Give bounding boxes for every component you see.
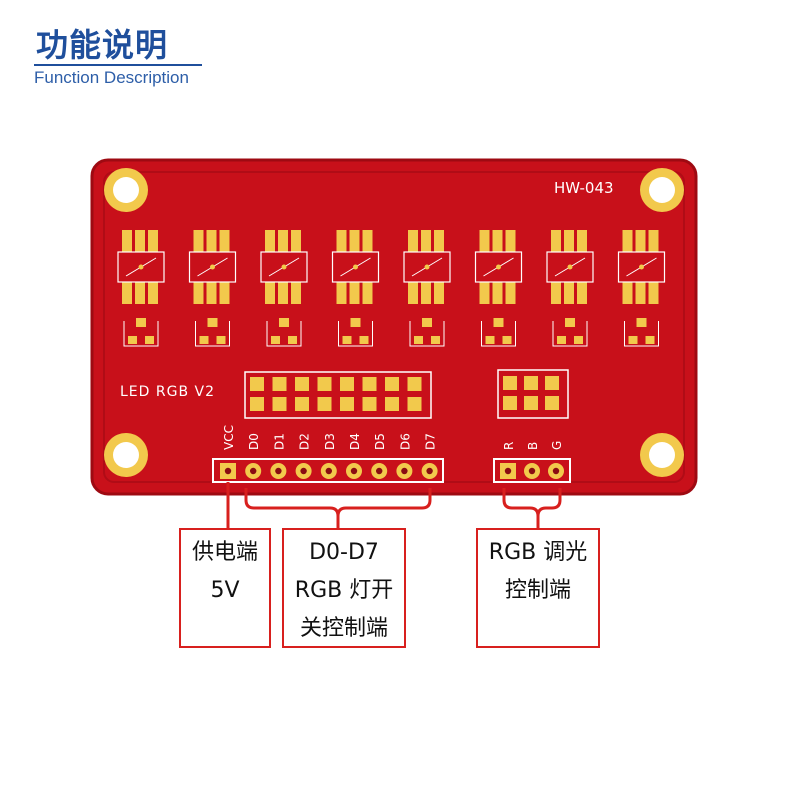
pin-header-right: [493, 458, 571, 483]
callout-rgb-line-2: 控制端: [504, 578, 571, 603]
callout-rgb-line-1: RGB 调光: [488, 540, 588, 565]
page-title: 功能说明: [36, 26, 169, 64]
resistor-pad-array-left: [244, 371, 432, 419]
mounting-hole-top-right: [640, 168, 684, 212]
pin-label: D6: [398, 433, 412, 450]
led-footprint: [546, 230, 594, 347]
resistor-pad-array-right: [497, 369, 569, 419]
callout-power-line-1: 供电端: [191, 540, 258, 565]
pin-label: G: [550, 441, 564, 450]
callout-data-line-2: RGB 灯开: [294, 578, 394, 603]
led-footprint: [474, 230, 523, 347]
callout-connectors: [226, 482, 562, 528]
pin-label: D3: [323, 433, 337, 450]
callout-rgb: RGB 调光 控制端: [476, 528, 600, 648]
callout-power-line-2: 5V: [210, 578, 240, 603]
mounting-hole-top-left: [104, 168, 148, 212]
pcb-board: [90, 158, 698, 496]
led-footprint: [331, 230, 380, 347]
pin-label: R: [502, 442, 516, 450]
led-footprint: [117, 230, 165, 347]
pin-label: D7: [424, 433, 438, 450]
callout-power: 供电端 5V: [179, 528, 271, 648]
pin-labels-left: VCC D0 D1 D2 D3 D4 D5 D6 D7: [222, 425, 438, 450]
title-underline: [34, 64, 202, 66]
page-subtitle: Function Description: [34, 68, 189, 87]
led-footprint: [188, 230, 237, 347]
pin-label: VCC: [222, 425, 236, 450]
board-name-label: LED RGB V2: [120, 384, 215, 400]
pin-label: D0: [247, 433, 261, 450]
pin-header-left-pins: [220, 463, 438, 479]
led-footprint: [403, 230, 451, 347]
pin-label: D4: [348, 433, 362, 450]
led-footprint: [260, 230, 308, 347]
pin-label: D2: [298, 433, 312, 450]
pin-label: D1: [272, 433, 286, 450]
led-footprint-row: [117, 230, 666, 347]
callout-data-line-3: 关控制端: [299, 616, 388, 641]
callout-data-pins: D0-D7 RGB 灯开 关控制端: [282, 528, 406, 648]
pin-label: B: [526, 442, 540, 450]
pin-header-left: [212, 458, 444, 483]
pin-label: D5: [373, 433, 387, 450]
mounting-hole-bottom-left: [104, 433, 148, 477]
callout-data-line-1: D0-D7: [309, 540, 379, 565]
pin-header-right-pins: [500, 463, 564, 479]
led-footprint: [617, 230, 666, 347]
board-model-label: HW-043: [554, 179, 614, 197]
mounting-hole-bottom-right: [640, 433, 684, 477]
